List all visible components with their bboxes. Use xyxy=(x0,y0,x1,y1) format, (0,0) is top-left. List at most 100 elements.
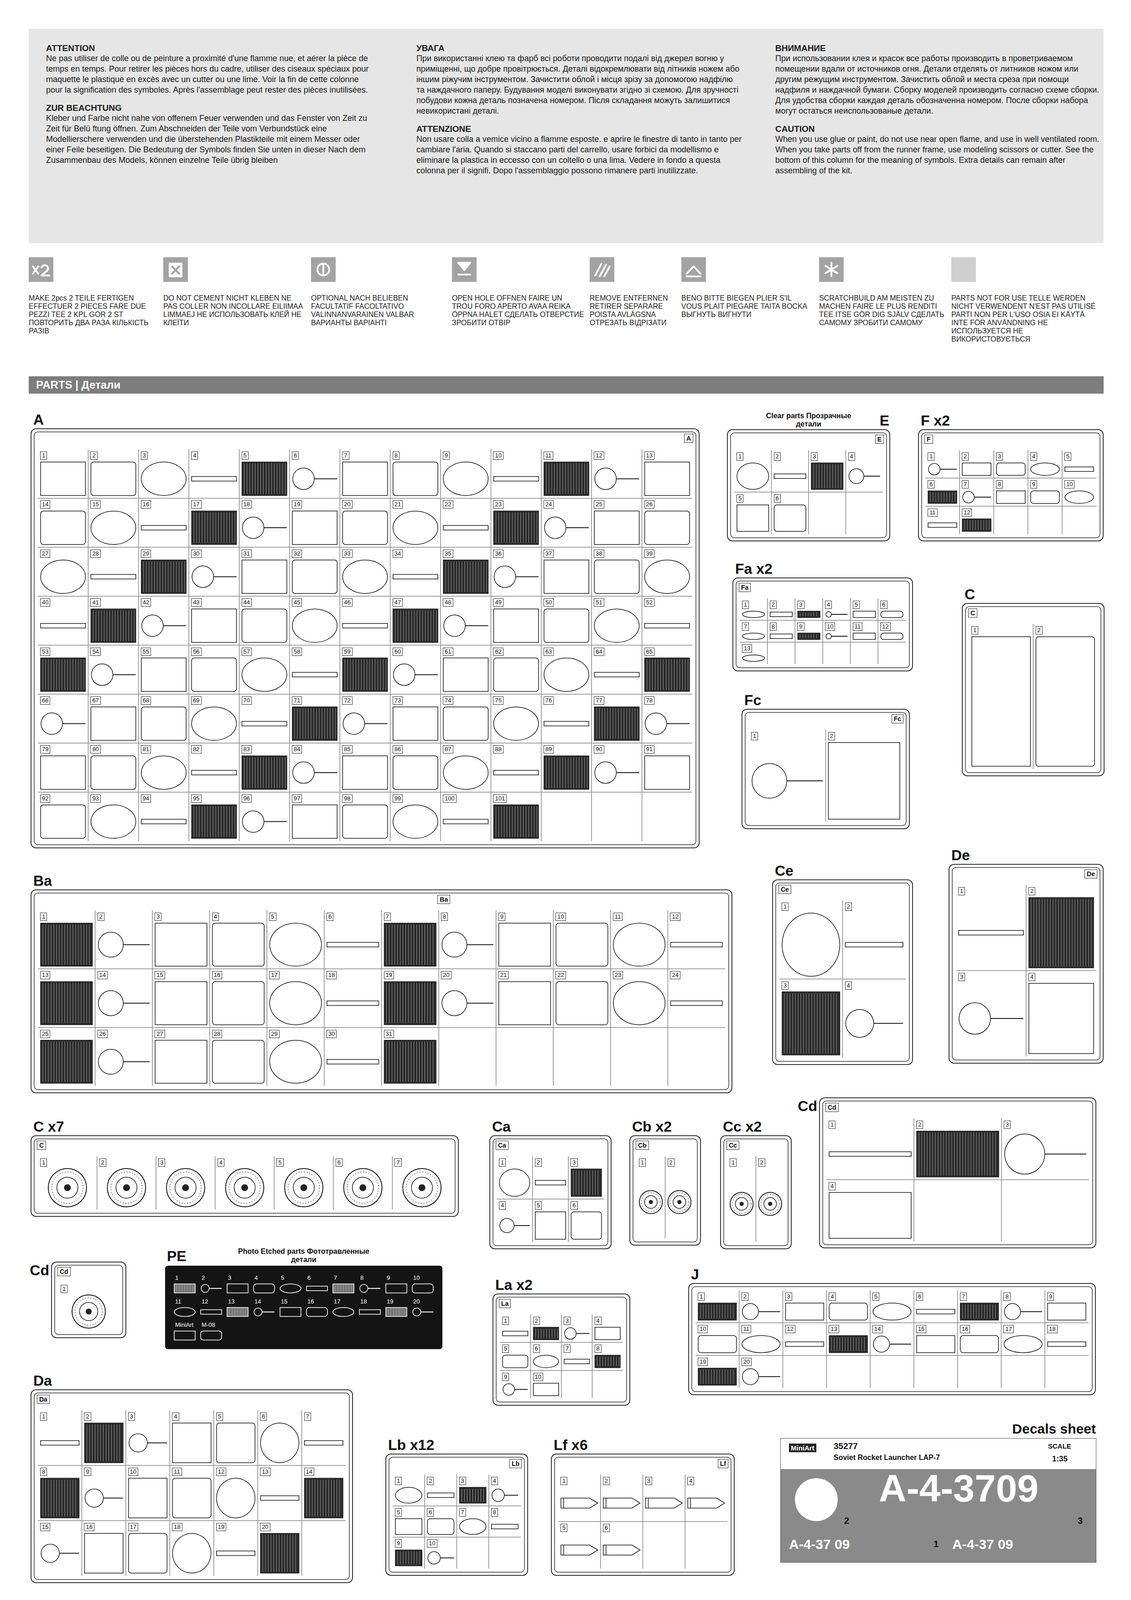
part-grille xyxy=(960,1302,999,1320)
part-number: 86 xyxy=(392,745,403,754)
part-number: 5 xyxy=(872,1292,880,1301)
part-number: 24 xyxy=(543,500,554,509)
grille-slat xyxy=(545,463,547,494)
grille-slat xyxy=(968,1132,969,1176)
grille-slat xyxy=(486,561,488,592)
part-outline xyxy=(1036,636,1095,767)
runner-frame xyxy=(745,712,907,826)
grille-slat xyxy=(229,806,230,837)
part-number: 10 xyxy=(411,1274,421,1282)
grille-slat xyxy=(45,982,47,1023)
grille-slat xyxy=(525,512,527,543)
part-number: 2 xyxy=(534,1158,542,1167)
grille-slat xyxy=(861,1336,862,1351)
part-arm xyxy=(213,575,237,577)
grille-slat xyxy=(503,806,505,837)
fret-marking: M-08 xyxy=(200,1321,217,1329)
grille-slat xyxy=(586,463,588,494)
grille-slat xyxy=(535,1328,536,1339)
part-number: 15 xyxy=(279,1297,289,1306)
part-number: 70 xyxy=(241,696,252,705)
part-outline xyxy=(98,932,124,958)
symbol-ground xyxy=(951,257,976,282)
runner xyxy=(695,1354,1089,1356)
part-number: 3 xyxy=(645,1476,653,1485)
part-number: 12 xyxy=(200,1297,210,1306)
runner xyxy=(955,970,1097,971)
part-number: 2 xyxy=(99,1158,107,1167)
grille-slat xyxy=(813,612,815,617)
grille-slat xyxy=(727,1369,729,1384)
symbol-stroke xyxy=(825,265,838,274)
part-number: 4 xyxy=(253,1274,260,1282)
grille-slat xyxy=(243,757,245,788)
grille-slat xyxy=(989,520,990,530)
runner-frame xyxy=(632,1138,698,1242)
grille-slat xyxy=(1053,898,1054,967)
grille-slat xyxy=(517,512,519,543)
part-grille xyxy=(1028,897,1094,968)
part-outline xyxy=(191,658,237,692)
grille-slat xyxy=(427,610,429,641)
runner-drawing xyxy=(490,1136,611,1249)
part-arm xyxy=(466,1002,494,1004)
part-number: 71 xyxy=(291,696,302,705)
wheel-rim xyxy=(352,1177,374,1199)
grille-slat xyxy=(584,1170,585,1195)
grille-slat xyxy=(536,512,538,543)
part-outline xyxy=(216,1478,255,1518)
grille-slat xyxy=(456,561,457,592)
grille-slat xyxy=(470,561,471,592)
part-outline xyxy=(594,510,639,545)
grille-slat xyxy=(607,708,608,739)
part-outline xyxy=(962,491,975,503)
runner-drawing xyxy=(949,864,1103,1063)
part-number: 19 xyxy=(697,1357,708,1366)
runner xyxy=(1001,1290,1002,1388)
part-number: 93 xyxy=(90,794,101,803)
part-number: 100 xyxy=(442,794,457,803)
part-grille xyxy=(393,608,438,643)
part-number: 10 xyxy=(533,1372,544,1381)
wheel-rim xyxy=(735,1197,748,1211)
part-outline xyxy=(306,1307,328,1317)
grille-slat xyxy=(64,924,66,965)
sprue-letter: Ca xyxy=(495,1140,509,1150)
part-number: 2 xyxy=(828,731,836,741)
part-outline xyxy=(613,981,666,1025)
grille-slat xyxy=(414,1551,415,1565)
part-number: 2 xyxy=(83,1412,91,1421)
part-number: 4 xyxy=(828,1182,836,1191)
part-rod xyxy=(393,574,438,579)
part-rod xyxy=(829,1151,912,1157)
part-grille xyxy=(916,1131,999,1178)
runner xyxy=(1044,1290,1046,1388)
part-outline xyxy=(493,565,516,588)
part-grille xyxy=(644,658,690,692)
grille-slat xyxy=(268,1534,269,1572)
runner xyxy=(94,910,96,1086)
grille-slat xyxy=(42,1041,44,1082)
grille-slat xyxy=(986,1304,988,1319)
part-number: 1 xyxy=(741,600,749,609)
grille-slat xyxy=(663,659,664,691)
sprue-letter: A xyxy=(684,433,694,443)
grille-slat xyxy=(424,1041,426,1082)
grille-slat xyxy=(725,1369,726,1384)
grille-slat xyxy=(1050,898,1051,967)
grille-slat xyxy=(390,1308,392,1316)
grille-slat xyxy=(825,993,826,1054)
runner-drawing xyxy=(773,880,913,1064)
grille-slat xyxy=(192,1285,194,1292)
grille-slat xyxy=(67,659,68,691)
grille-slat xyxy=(397,1041,398,1082)
part-outline xyxy=(292,804,338,839)
grille-slat xyxy=(94,1424,96,1462)
grille-slat xyxy=(509,512,510,543)
caution-heading: ВНИМАНИЕ xyxy=(775,42,1102,54)
grille-slat xyxy=(813,634,815,639)
part-outline xyxy=(216,1422,255,1463)
grille-slat xyxy=(637,708,639,739)
part-rod xyxy=(770,612,793,617)
part-number: 2 xyxy=(961,452,969,461)
